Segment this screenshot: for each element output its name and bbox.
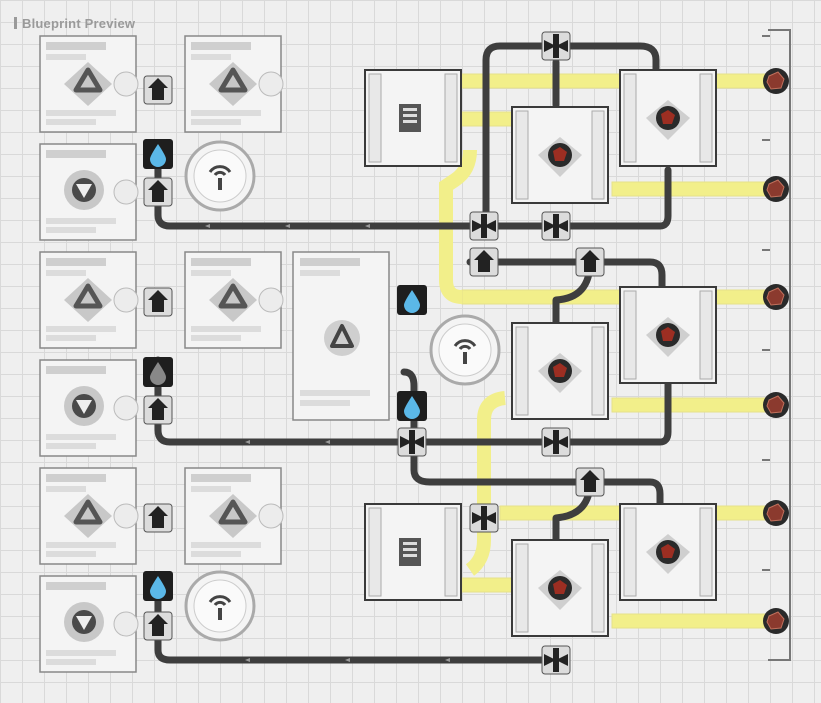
pipe-segment bbox=[461, 577, 513, 593]
splitter-icon[interactable] bbox=[575, 247, 605, 277]
refinery-machine[interactable] bbox=[185, 252, 283, 348]
antenna-icon[interactable] bbox=[429, 314, 501, 386]
splitter-icon[interactable] bbox=[143, 503, 173, 533]
belt-bridge-icon[interactable] bbox=[469, 211, 499, 241]
antenna-icon[interactable] bbox=[184, 570, 256, 642]
splitter-icon[interactable] bbox=[143, 177, 173, 207]
merger-icon[interactable] bbox=[541, 427, 571, 457]
blueprint-title: Blueprint Preview bbox=[22, 16, 136, 31]
refinery-machine[interactable] bbox=[185, 36, 283, 132]
refinery-machine[interactable] bbox=[40, 36, 138, 132]
title-marker bbox=[14, 17, 17, 29]
chip-assembler[interactable] bbox=[364, 69, 462, 167]
antenna-icon[interactable] bbox=[184, 140, 256, 212]
arrow-icon bbox=[205, 224, 210, 228]
splitter-icon[interactable] bbox=[575, 467, 605, 497]
crusher-machine[interactable] bbox=[619, 69, 717, 167]
crusher-machine[interactable] bbox=[511, 539, 609, 637]
belt-arrows bbox=[205, 224, 450, 662]
pipe-segment bbox=[611, 613, 767, 629]
arrow-icon bbox=[245, 658, 250, 662]
splitter-icon[interactable] bbox=[469, 247, 499, 277]
arrow-icon bbox=[445, 658, 450, 662]
crusher-machine[interactable] bbox=[619, 286, 717, 384]
merger-icon[interactable] bbox=[541, 31, 571, 61]
ore-icon[interactable] bbox=[762, 283, 790, 311]
water-drop-icon[interactable] bbox=[397, 391, 427, 421]
splitter-icon[interactable] bbox=[143, 75, 173, 105]
arrow-icon bbox=[345, 658, 350, 662]
ore-icon[interactable] bbox=[762, 499, 790, 527]
refinery-machine[interactable] bbox=[185, 468, 283, 564]
pipe-segment bbox=[461, 289, 623, 305]
merger-icon[interactable] bbox=[541, 645, 571, 675]
central-furnace[interactable] bbox=[292, 251, 390, 421]
pipe-segment bbox=[715, 73, 767, 89]
oil-drop-icon[interactable] bbox=[143, 357, 173, 387]
arrow-icon bbox=[365, 224, 370, 228]
arrow-icon bbox=[325, 440, 330, 444]
conveyor-belt[interactable] bbox=[400, 368, 664, 508]
conveyor-belt[interactable] bbox=[154, 141, 672, 230]
splitter-icon[interactable] bbox=[143, 611, 173, 641]
furnace-icon bbox=[330, 324, 354, 348]
crusher-machine[interactable] bbox=[619, 503, 717, 601]
merger-icon[interactable] bbox=[541, 211, 571, 241]
ore-rail bbox=[762, 29, 791, 661]
water-drop-icon[interactable] bbox=[143, 139, 173, 169]
refinery-machine[interactable] bbox=[40, 468, 138, 564]
water-drop-icon[interactable] bbox=[397, 285, 427, 315]
crusher-machine[interactable] bbox=[511, 322, 609, 420]
arrow-icon bbox=[245, 440, 250, 444]
refinery-machine[interactable] bbox=[40, 252, 138, 348]
pipe-segment bbox=[611, 397, 767, 413]
chip-assembler[interactable] bbox=[364, 503, 462, 601]
pipe-segment bbox=[611, 181, 767, 197]
pipe-segment bbox=[715, 505, 767, 521]
crusher-machine[interactable] bbox=[511, 106, 609, 204]
miner-machine[interactable] bbox=[39, 359, 139, 457]
ore-icon[interactable] bbox=[762, 391, 790, 419]
splitter-icon[interactable] bbox=[143, 395, 173, 425]
pipe-segment bbox=[715, 289, 767, 305]
ore-icon[interactable] bbox=[762, 175, 790, 203]
belt-bridge-icon[interactable] bbox=[469, 503, 499, 533]
conveyor-belt[interactable] bbox=[466, 258, 666, 292]
splitter-icon[interactable] bbox=[143, 287, 173, 317]
arrow-icon bbox=[285, 224, 290, 228]
ore-icon[interactable] bbox=[762, 607, 790, 635]
ore-icon[interactable] bbox=[762, 67, 790, 95]
belt-bridge-icon[interactable] bbox=[397, 427, 427, 457]
pipe-curve bbox=[439, 149, 477, 304]
miner-machine[interactable] bbox=[39, 143, 139, 241]
conveyor-belt[interactable] bbox=[154, 576, 564, 664]
water-drop-icon[interactable] bbox=[143, 571, 173, 601]
miner-machine[interactable] bbox=[39, 575, 139, 673]
